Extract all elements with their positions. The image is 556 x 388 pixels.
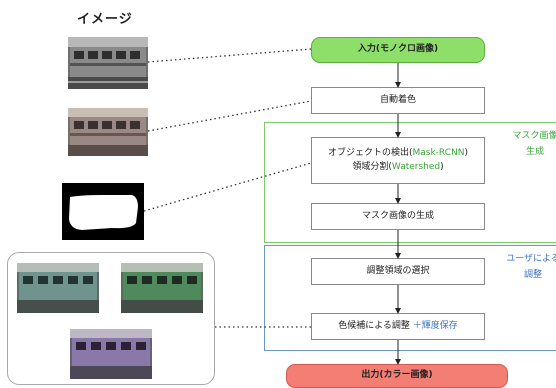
watershed-label: Watershed [391,161,441,172]
region-selection-node: 調整領域の選択 [311,258,485,285]
mask-region-label: マスク画像 生成 [500,128,556,160]
color-adjustment-label: 色候補による調整 [338,320,410,331]
region-segmentation-label: 領域分割( [352,161,392,172]
mask-region-label-line1: マスク画像 [512,131,556,141]
auto-colored-train-thumbnail [68,108,148,156]
mask-image-thumbnail [62,183,144,240]
monochrome-train-thumbnail [68,37,148,89]
link-input-image [147,48,312,63]
object-detection-line: オブジェクトの検出(Mask-RCNN) [328,147,468,161]
user-region-label-line2: 調整 [523,270,542,281]
user-adjustment-region [264,245,556,351]
user-region-label-line1: ユーザによる [506,254,556,264]
adjusted-results-group [7,252,215,385]
mask-region-label-line2: 生成 [525,147,544,158]
object-detection-label: オブジェクトの検出( [327,148,413,158]
color-adjustment-node: 色候補による調整 ＋輝度保存 [311,313,485,340]
object-detection-close: ) [464,148,468,158]
user-region-label: ユーザによる 調整 [496,251,556,283]
auto-colorization-node: 自動着色 [311,87,485,114]
region-segmentation-line: 領域分割(Watershed) [352,161,443,175]
mask-generation-node: マスク画像の生成 [311,203,485,230]
adjusted-train-thumbnail-3 [70,329,152,379]
output-node: 出力(カラー画像) [286,364,508,388]
adjusted-train-thumbnail-1 [17,263,99,313]
mask-rcnn-label: Mask-RCNN [412,148,465,158]
input-node: 入力(モノクロ画像) [311,37,485,63]
adjusted-train-thumbnail-2 [121,263,203,313]
image-column-title: イメージ [77,12,133,27]
region-segmentation-close: ) [440,161,444,172]
detection-segmentation-node: オブジェクトの検出(Mask-RCNN) 領域分割(Watershed) [311,137,485,184]
brightness-preservation-label: ＋輝度保存 [412,320,458,331]
